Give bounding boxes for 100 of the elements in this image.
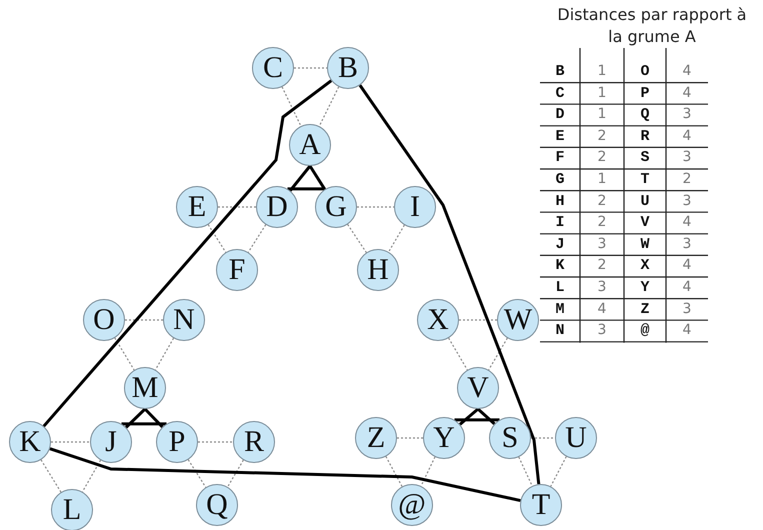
log-letter: B bbox=[554, 62, 566, 82]
distance-value: 4 bbox=[682, 256, 692, 276]
distance-value: 3 bbox=[682, 300, 692, 319]
log-letter: E bbox=[554, 126, 566, 147]
log-letter: D bbox=[554, 105, 566, 126]
log-letter: W bbox=[639, 234, 650, 255]
thick-line bbox=[125, 408, 146, 428]
node-circle: H bbox=[357, 249, 399, 291]
dotted-line bbox=[282, 86, 302, 126]
log-letter: X bbox=[639, 256, 650, 276]
log-letter: F bbox=[554, 148, 566, 168]
dotted-line bbox=[448, 338, 468, 370]
log-letter: J bbox=[554, 234, 566, 255]
node-circle: B bbox=[327, 47, 369, 89]
distance-value: 2 bbox=[682, 170, 692, 189]
node-circle: V bbox=[457, 367, 499, 409]
thick-line bbox=[49, 447, 521, 502]
node-circle: L bbox=[51, 489, 93, 530]
dotted-line bbox=[294, 67, 327, 69]
distance-value: 3 bbox=[596, 321, 608, 340]
node-circle: R bbox=[233, 421, 275, 463]
distance-value: 3 bbox=[682, 192, 692, 211]
dotted-line bbox=[114, 338, 135, 370]
thick-line bbox=[289, 165, 312, 192]
node-circle: T bbox=[520, 484, 562, 526]
node-circle: A bbox=[289, 124, 331, 166]
table-title: Distances par rapport à la grume A bbox=[556, 4, 748, 48]
log-letter: @ bbox=[639, 321, 650, 342]
distance-value: 3 bbox=[682, 148, 692, 168]
distance-value: 1 bbox=[596, 105, 608, 124]
distance-value: 3 bbox=[596, 234, 608, 254]
dotted-line bbox=[347, 224, 367, 253]
log-letter: T bbox=[639, 170, 650, 190]
node-circle: C bbox=[252, 47, 294, 89]
distance-value: 4 bbox=[682, 126, 692, 146]
log-letter: L bbox=[554, 278, 566, 298]
dotted-line bbox=[51, 441, 90, 443]
distance-value: 4 bbox=[682, 84, 692, 103]
log-letter: R bbox=[639, 126, 650, 147]
dotted-line bbox=[218, 206, 256, 208]
dotted-line bbox=[125, 319, 163, 321]
dotted-line bbox=[518, 456, 533, 486]
dotted-line bbox=[198, 441, 233, 443]
distance-value: 2 bbox=[596, 148, 608, 168]
dotted-line bbox=[208, 224, 226, 253]
dotted-line bbox=[82, 460, 102, 492]
log-letter: S bbox=[639, 148, 650, 168]
log-letter: C bbox=[554, 84, 566, 104]
thick-line bbox=[122, 422, 166, 426]
node-circle: Y bbox=[423, 417, 465, 459]
log-letter: P bbox=[639, 84, 650, 104]
log-letter: K bbox=[554, 256, 566, 276]
dotted-line bbox=[420, 456, 436, 486]
node-circle: S bbox=[489, 417, 531, 459]
dotted-line bbox=[154, 338, 174, 370]
distance-value: 4 bbox=[682, 62, 692, 81]
log-letter: N bbox=[554, 321, 566, 342]
distance-value: 1 bbox=[596, 170, 608, 189]
dotted-line bbox=[488, 338, 508, 370]
node-circle: @ bbox=[391, 484, 433, 526]
thick-line bbox=[308, 165, 326, 190]
node-circle: X bbox=[417, 299, 459, 341]
thick-line bbox=[477, 408, 496, 426]
dotted-line bbox=[397, 437, 423, 439]
dotted-line bbox=[318, 86, 340, 126]
dotted-line bbox=[357, 206, 394, 208]
log-letter: H bbox=[554, 192, 566, 212]
log-letter: V bbox=[639, 213, 650, 234]
node-circle: Q bbox=[196, 484, 238, 526]
dotted-line bbox=[248, 224, 266, 253]
thick-line bbox=[459, 408, 479, 426]
log-letter: G bbox=[554, 170, 566, 190]
dotted-line bbox=[459, 319, 497, 321]
distance-value: 2 bbox=[596, 213, 608, 232]
log-letter: O bbox=[639, 62, 650, 82]
dotted-line bbox=[550, 456, 567, 487]
log-letter: Q bbox=[639, 105, 650, 126]
node-circle: W bbox=[497, 299, 539, 341]
distance-value: 4 bbox=[682, 213, 692, 232]
node-circle: G bbox=[315, 186, 357, 228]
log-letter: I bbox=[554, 213, 566, 234]
node-circle: O bbox=[83, 299, 125, 341]
thick-line bbox=[454, 418, 500, 422]
distance-value: 3 bbox=[596, 278, 608, 297]
thick-line bbox=[358, 84, 540, 484]
node-circle: D bbox=[256, 186, 298, 228]
node-circle: J bbox=[90, 421, 132, 463]
distance-value: 3 bbox=[682, 105, 692, 124]
log-letter: M bbox=[554, 300, 566, 320]
distance-value: 4 bbox=[682, 278, 692, 297]
distance-value: 1 bbox=[596, 62, 608, 81]
distance-value: 2 bbox=[596, 256, 608, 276]
dotted-line bbox=[385, 456, 403, 487]
node-circle: I bbox=[394, 186, 436, 228]
node-circle: M bbox=[124, 367, 166, 409]
distance-value: 3 bbox=[682, 234, 692, 254]
dotted-line bbox=[40, 460, 62, 492]
dotted-line bbox=[188, 459, 206, 488]
node-circle: K bbox=[9, 421, 51, 463]
dotted-line bbox=[388, 224, 405, 252]
